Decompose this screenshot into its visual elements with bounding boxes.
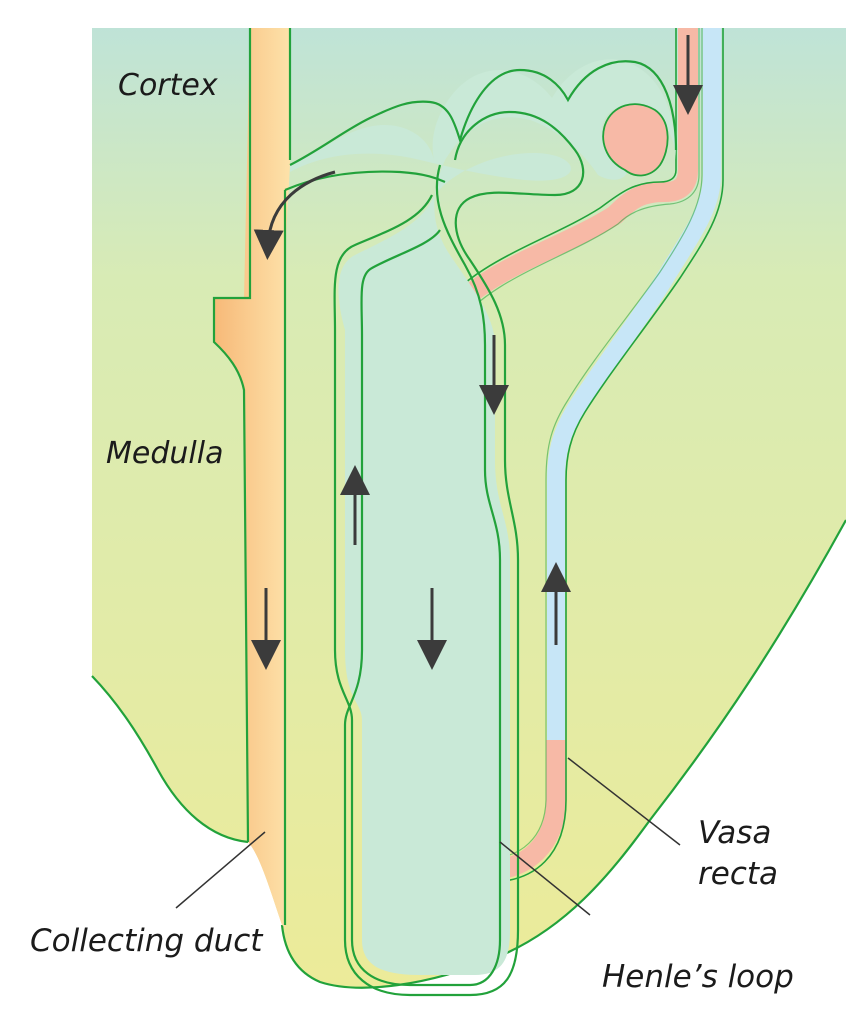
collecting-duct-label: Collecting duct: [30, 923, 264, 959]
collecting-duct-leader-line: [176, 832, 265, 908]
henles-loop-label: Henle’s loop: [602, 959, 794, 995]
vasa-recta-label-line1: Vasa: [698, 815, 771, 851]
vasa-recta-label-line2: recta: [698, 856, 778, 892]
cortex-label: Cortex: [118, 68, 218, 103]
medulla-label: Medulla: [106, 436, 223, 471]
